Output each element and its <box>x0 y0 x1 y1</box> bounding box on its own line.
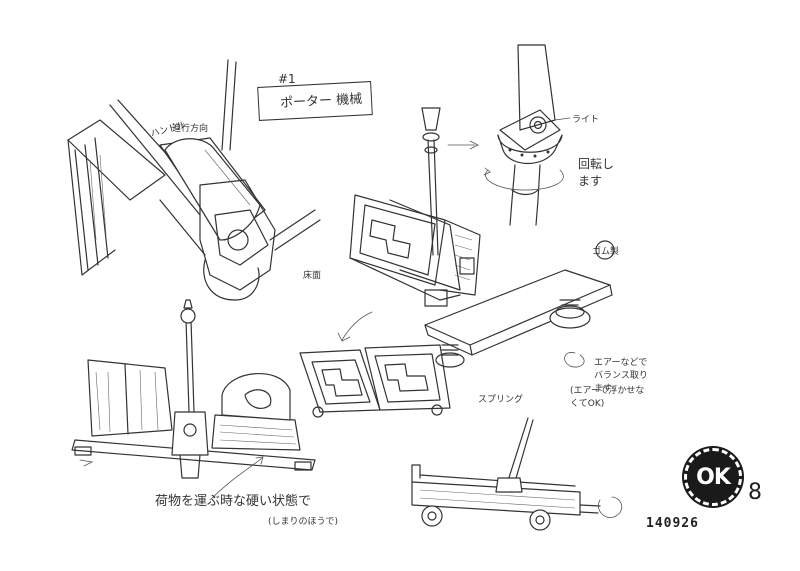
page-number: 8 <box>748 480 762 505</box>
note-carry-state: 荷物を運ぶ時な硬い状態で <box>155 494 312 509</box>
note-carry-note: (しまりのほうで) <box>268 517 339 527</box>
note-floor: 床面 <box>303 271 322 281</box>
note-light: ライト <box>572 115 600 125</box>
serial-number: 140926 <box>646 516 699 531</box>
sketch-cart-side-view <box>411 417 623 531</box>
sketch-floor-spring <box>424 240 615 368</box>
ok-stamp: OK <box>684 448 742 506</box>
note-spring: スプリング <box>478 395 524 405</box>
note-rubber: ゴム製 <box>592 247 620 257</box>
sketch-cart-carrying <box>71 299 316 501</box>
note-air-balance: エアーなどでバランス取ります <box>594 358 648 394</box>
sketch-handle-head-rotate <box>483 44 571 226</box>
sketch-cart-folded <box>349 107 481 307</box>
ok-stamp-text: OK <box>696 464 731 490</box>
note-travel-direction: 進行方向 <box>172 124 209 134</box>
note-air-note: (エアーで浮かせなくてOK) <box>570 386 645 409</box>
sketch-flat-deck <box>299 311 451 418</box>
note-rotate: 回転します <box>578 157 615 188</box>
title-number: #1 <box>278 72 296 86</box>
sketch-handle-wheel-closeup <box>67 59 321 301</box>
